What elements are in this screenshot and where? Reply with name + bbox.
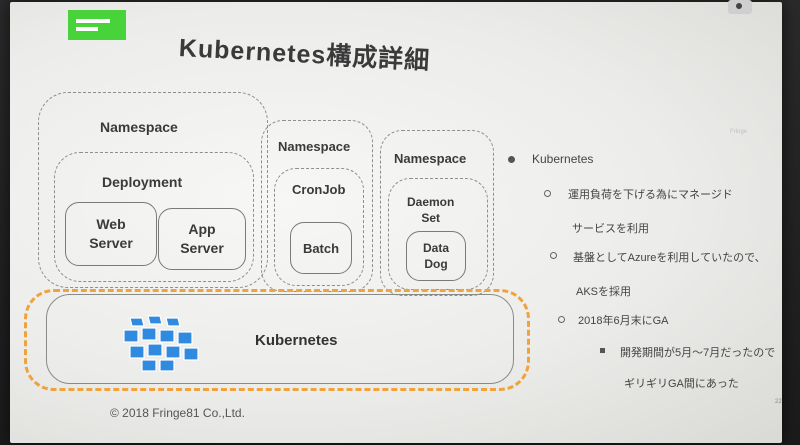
bullet-square-icon <box>600 348 605 353</box>
bullet-subsub1-line2: ギリギリGA間にあった <box>624 378 739 390</box>
bullet-circle-icon <box>558 316 565 323</box>
bullet-circle-icon <box>544 190 551 197</box>
daemonset-label: Daemon Set <box>407 195 455 225</box>
bullet-subsub1-line1: 開発期間が5月〜7月だったので <box>620 347 776 359</box>
namespace-box-1 <box>38 92 268 288</box>
namespace-label-2: Namespace <box>278 139 351 154</box>
slide-title: Kubernetes構成詳細 <box>178 33 431 76</box>
pod-datadog: Data Dog <box>406 231 466 281</box>
cronjob-label: CronJob <box>292 182 346 197</box>
bullet-sub1-line2: サービスを利用 <box>572 223 649 235</box>
presentation-slide: Kubernetes構成詳細 Fringe Namespace Deployme… <box>10 2 782 443</box>
pod-batch: Batch <box>290 222 352 274</box>
kubernetes-box <box>46 294 514 384</box>
bullet-dot-icon <box>508 156 515 163</box>
bullet-sub1-line1: 運用負荷を下げる為にマネージド <box>568 189 733 201</box>
pod-web-server: Web Server <box>65 202 157 266</box>
deployment-box <box>54 152 254 282</box>
copyright-footer: © 2018 Fringe81 Co.,Ltd. <box>110 406 245 420</box>
cronjob-box <box>274 168 364 286</box>
page-number: 22 <box>775 399 782 405</box>
namespace-box-3 <box>380 130 494 296</box>
watermark-text: Fringe <box>730 129 748 135</box>
bullet-main: Kubernetes <box>532 152 594 166</box>
bullet-sub2-line1: 基盤としてAzureを利用していたので、 <box>573 252 766 264</box>
pod-app-server: App Server <box>158 208 246 270</box>
namespace-label-3: Namespace <box>394 151 467 166</box>
kubernetes-label: Kubernetes <box>255 332 338 349</box>
bullet-sub3: 2018年6月末にGA <box>578 315 669 327</box>
kubernetes-highlight-box <box>24 289 530 391</box>
bullet-sub2-line2: AKSを採用 <box>576 286 632 298</box>
deployment-label: Deployment <box>102 174 183 190</box>
fringe-logo-icon <box>68 10 126 40</box>
kubernetes-cubes-icon <box>123 315 199 372</box>
namespace-label-1: Namespace <box>100 119 178 135</box>
bullet-circle-icon <box>550 252 557 259</box>
camera-device-icon <box>728 0 752 14</box>
